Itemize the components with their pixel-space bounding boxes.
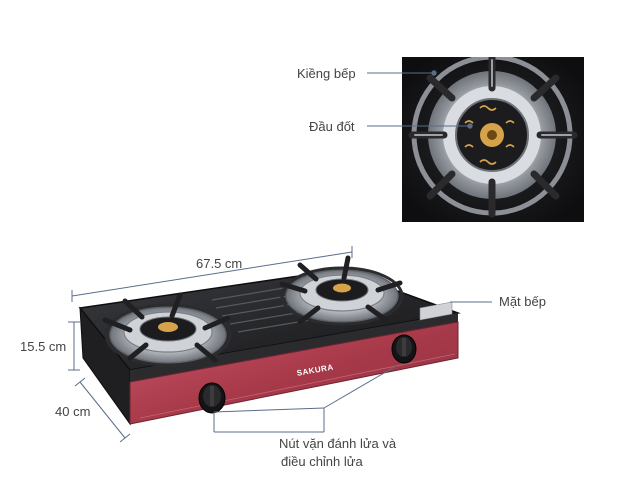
inset-callouts [367, 70, 473, 129]
gas-stove [78, 255, 461, 426]
burner-label: Đầu đốt [309, 119, 355, 134]
right-knob [391, 334, 417, 364]
dimension-lines [68, 246, 492, 443]
left-knob [198, 382, 226, 414]
cooktop-label: Mặt bếp [499, 294, 546, 309]
knob-label-line1: Nút vặn đánh lửa và [279, 436, 397, 451]
knob-label-line2: điều chỉnh lửa [281, 454, 363, 469]
burner-closeup-photo [402, 57, 584, 222]
height-label: 15.5 cm [20, 339, 67, 354]
depth-label: 40 cm [55, 404, 91, 419]
grate-label: Kiềng bếp [297, 66, 356, 81]
width-label: 67.5 cm [196, 256, 243, 271]
right-burner [279, 255, 404, 326]
left-burner [102, 292, 232, 367]
depth-dimension-line [79, 381, 126, 439]
width-dimension-line [71, 251, 353, 297]
